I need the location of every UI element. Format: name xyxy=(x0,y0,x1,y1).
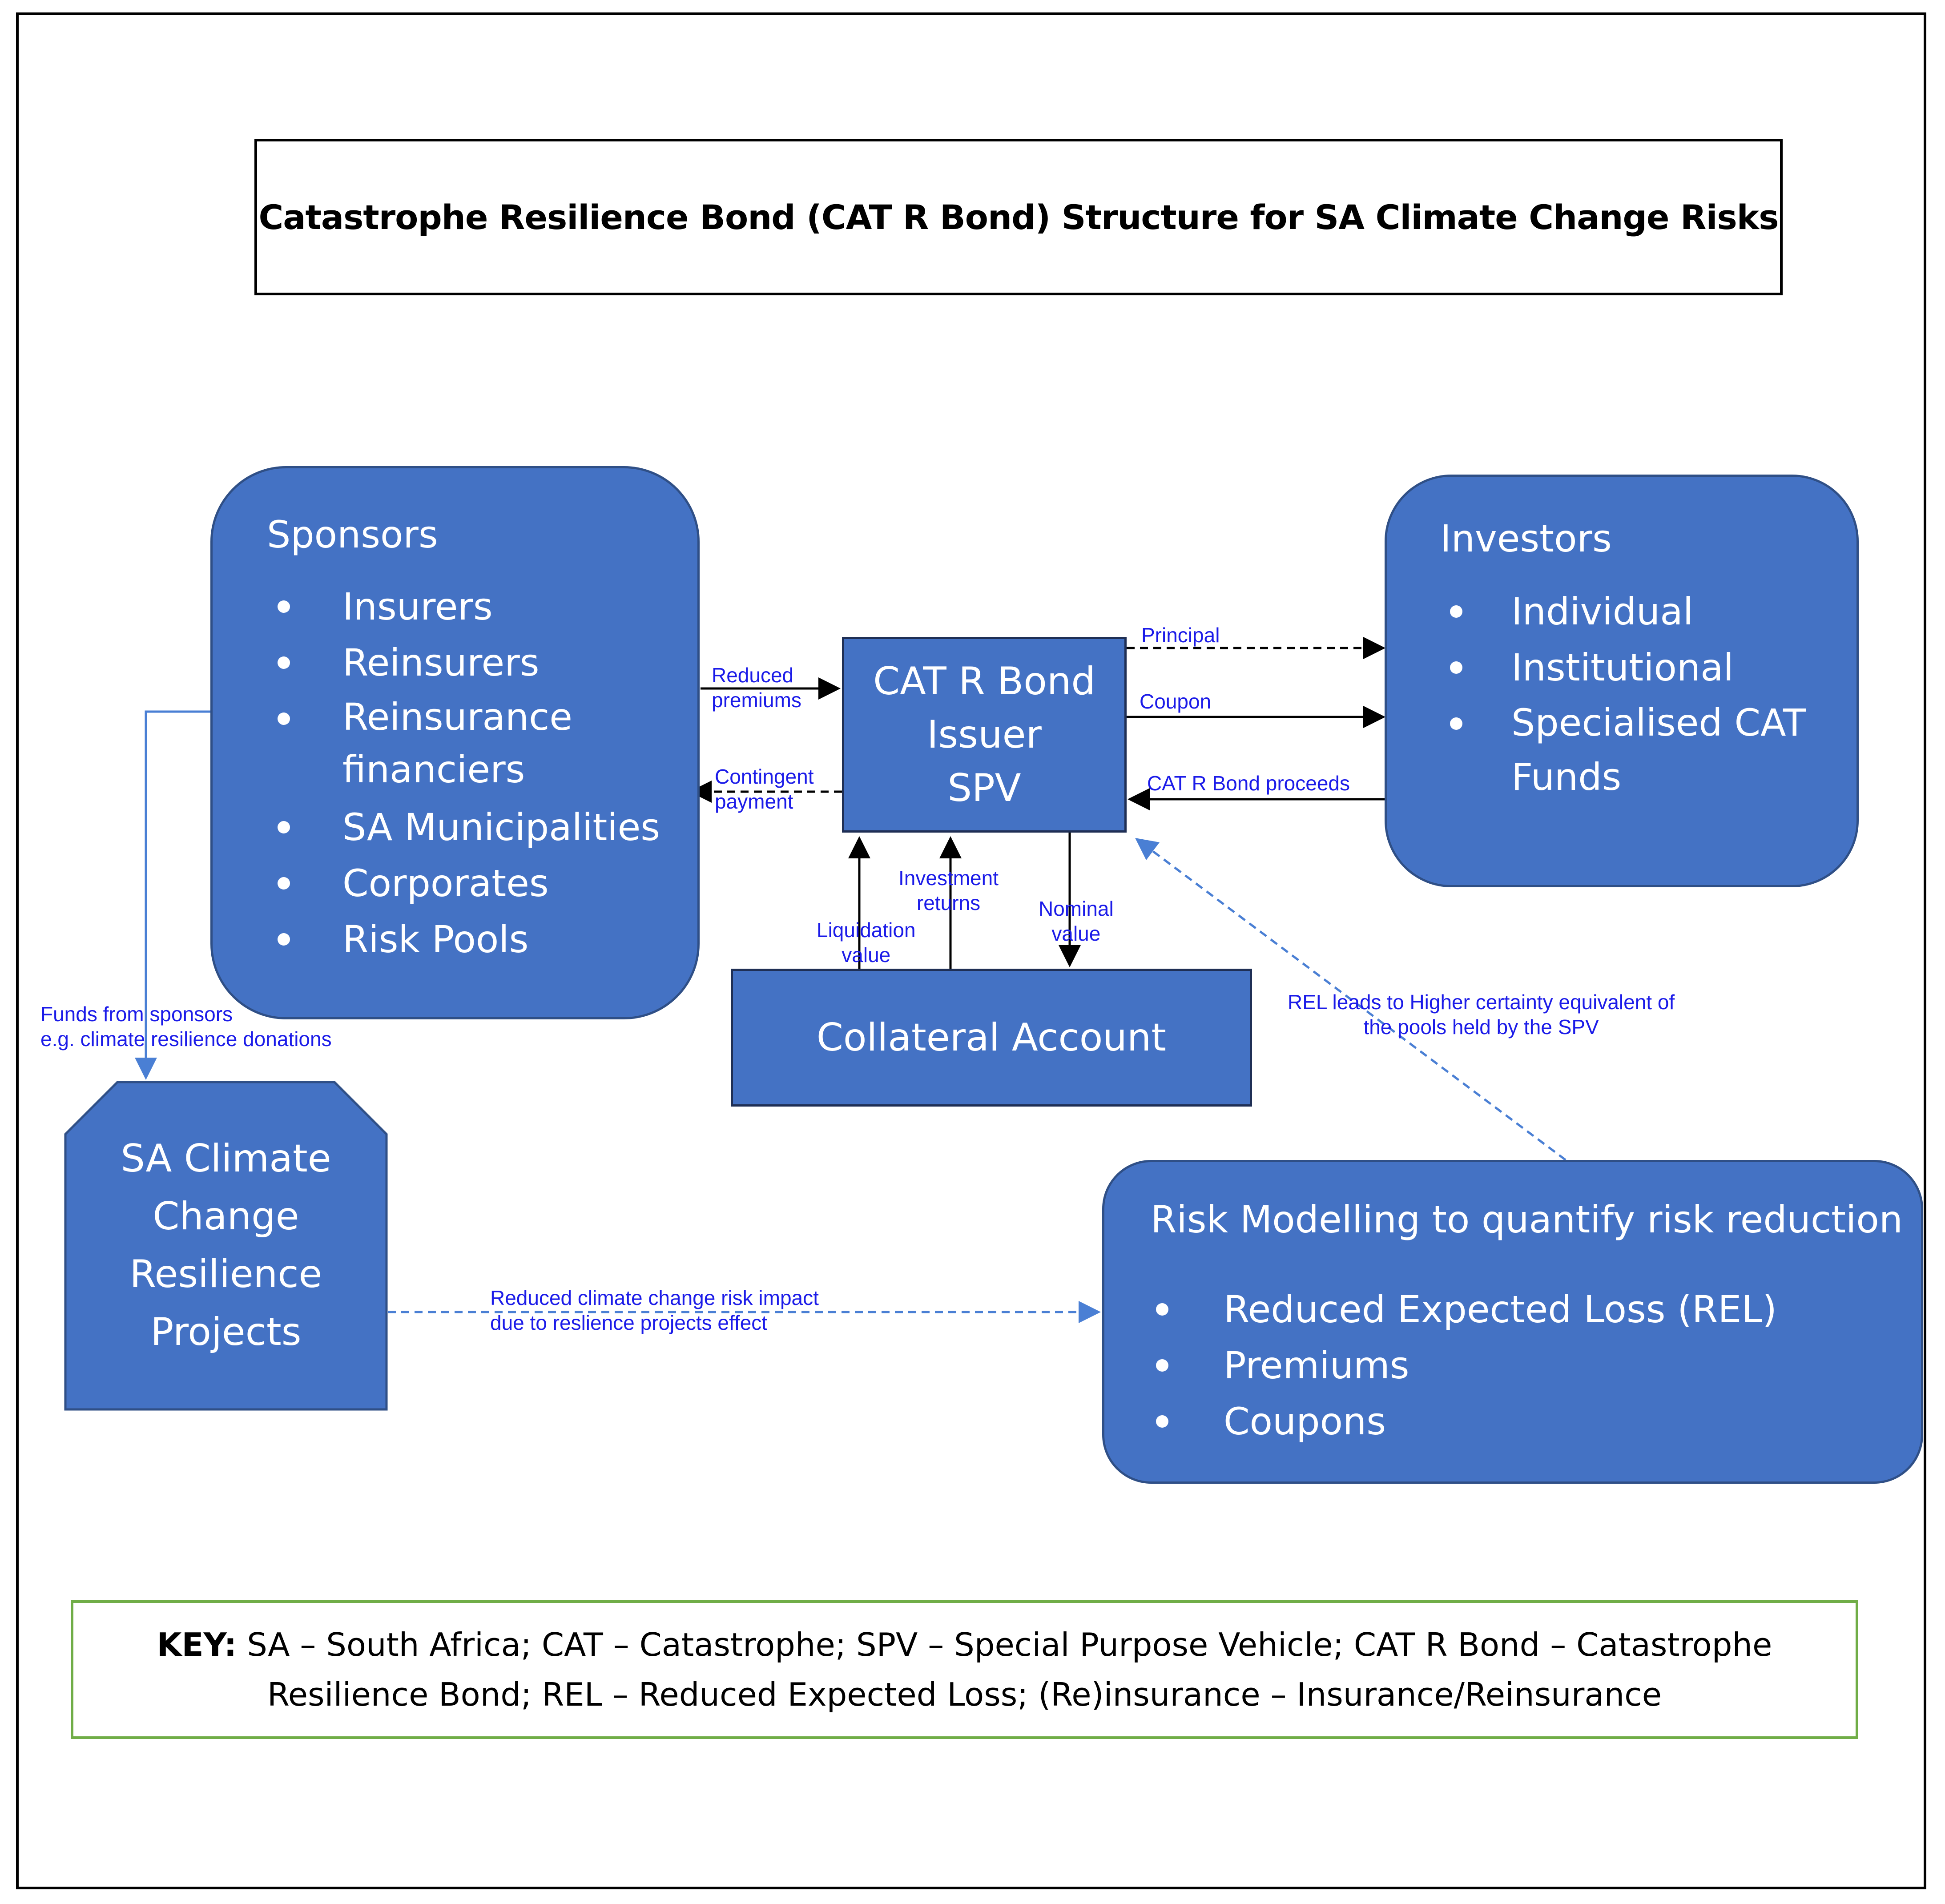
risk-modelling-list: Reduced Expected Loss (REL) Premiums Cou… xyxy=(1156,1281,1777,1449)
label-liquidation-value: Liquidation value xyxy=(817,918,916,966)
label-contingent-payment: Contingent payment xyxy=(715,765,814,813)
collateral-account-node: Collateral Account xyxy=(731,969,1252,1107)
sponsors-list: Insurers Reinsurers Reinsurance financie… xyxy=(277,579,660,967)
projects-label: SA Climate Change Resilience Projects xyxy=(121,1136,331,1354)
spv-node: CAT R Bond Issuer SPV xyxy=(842,637,1127,833)
sponsors-item: Reinsurance financiers xyxy=(278,691,654,799)
key-text: KEY: SA – South Africa; CAT – Catastroph… xyxy=(142,1620,1788,1719)
edge-rel-leads xyxy=(1135,838,1566,1161)
label-coupon: Coupon xyxy=(1140,690,1212,713)
risk-modelling-node: Risk Modelling to quantify risk reductio… xyxy=(1102,1160,1923,1484)
sponsors-item: Corporates xyxy=(277,855,660,911)
key-definitions: SA – South Africa; CAT – Catastrophe; SP… xyxy=(237,1626,1772,1713)
edge-funds-from-sponsors xyxy=(135,710,210,1080)
risk-modelling-heading: Risk Modelling to quantify risk reductio… xyxy=(1151,1198,1903,1241)
projects-shape xyxy=(64,1081,388,1411)
risk-modelling-item: Reduced Expected Loss (REL) xyxy=(1156,1281,1777,1337)
sponsors-item: Risk Pools xyxy=(277,911,660,967)
sponsors-node: Sponsors Insurers Reinsurers Reinsurance… xyxy=(210,466,700,1019)
label-principal: Principal xyxy=(1141,624,1220,647)
investors-item: Specialised CAT Funds xyxy=(1450,696,1823,804)
projects-node: SA Climate Change Resilience Projects xyxy=(64,1081,388,1411)
key-label: KEY: xyxy=(157,1626,237,1663)
investors-item: Individual xyxy=(1450,584,1823,640)
label-reduced-impact: Reduced climate change risk impact due t… xyxy=(490,1286,819,1334)
investors-heading: Investors xyxy=(1440,517,1612,560)
label-funds-from-sponsors: Funds from sponsors e.g. climate resilie… xyxy=(40,1002,332,1051)
risk-modelling-item: Premiums xyxy=(1156,1337,1777,1393)
key-box: KEY: SA – South Africa; CAT – Catastroph… xyxy=(71,1600,1858,1739)
investors-node: Investors Individual Institutional Speci… xyxy=(1385,475,1859,887)
investors-item: Institutional xyxy=(1450,640,1823,696)
risk-modelling-item: Coupons xyxy=(1156,1393,1777,1449)
label-investment-returns: Investment returns xyxy=(898,866,999,914)
collateral-label: Collateral Account xyxy=(816,1015,1167,1060)
sponsors-item: SA Municipalities xyxy=(277,799,660,855)
spv-label: CAT R Bond Issuer SPV xyxy=(873,659,1095,810)
label-reduced-premiums: Reduced premiums xyxy=(712,664,801,712)
title-box: Catastrophe Resilience Bond (CAT R Bond)… xyxy=(254,139,1783,295)
label-proceeds: CAT R Bond proceeds xyxy=(1147,772,1350,795)
investors-list: Individual Institutional Specialised CAT… xyxy=(1450,584,1823,804)
diagram-title: Catastrophe Resilience Bond (CAT R Bond)… xyxy=(258,197,1779,237)
sponsors-item: Insurers xyxy=(277,579,660,635)
sponsors-item: Reinsurers xyxy=(277,635,660,691)
sponsors-heading: Sponsors xyxy=(267,513,438,556)
label-rel-leads: REL leads to Higher certainty equivalent… xyxy=(1288,990,1675,1039)
label-nominal-value: Nominal value xyxy=(1039,897,1114,945)
